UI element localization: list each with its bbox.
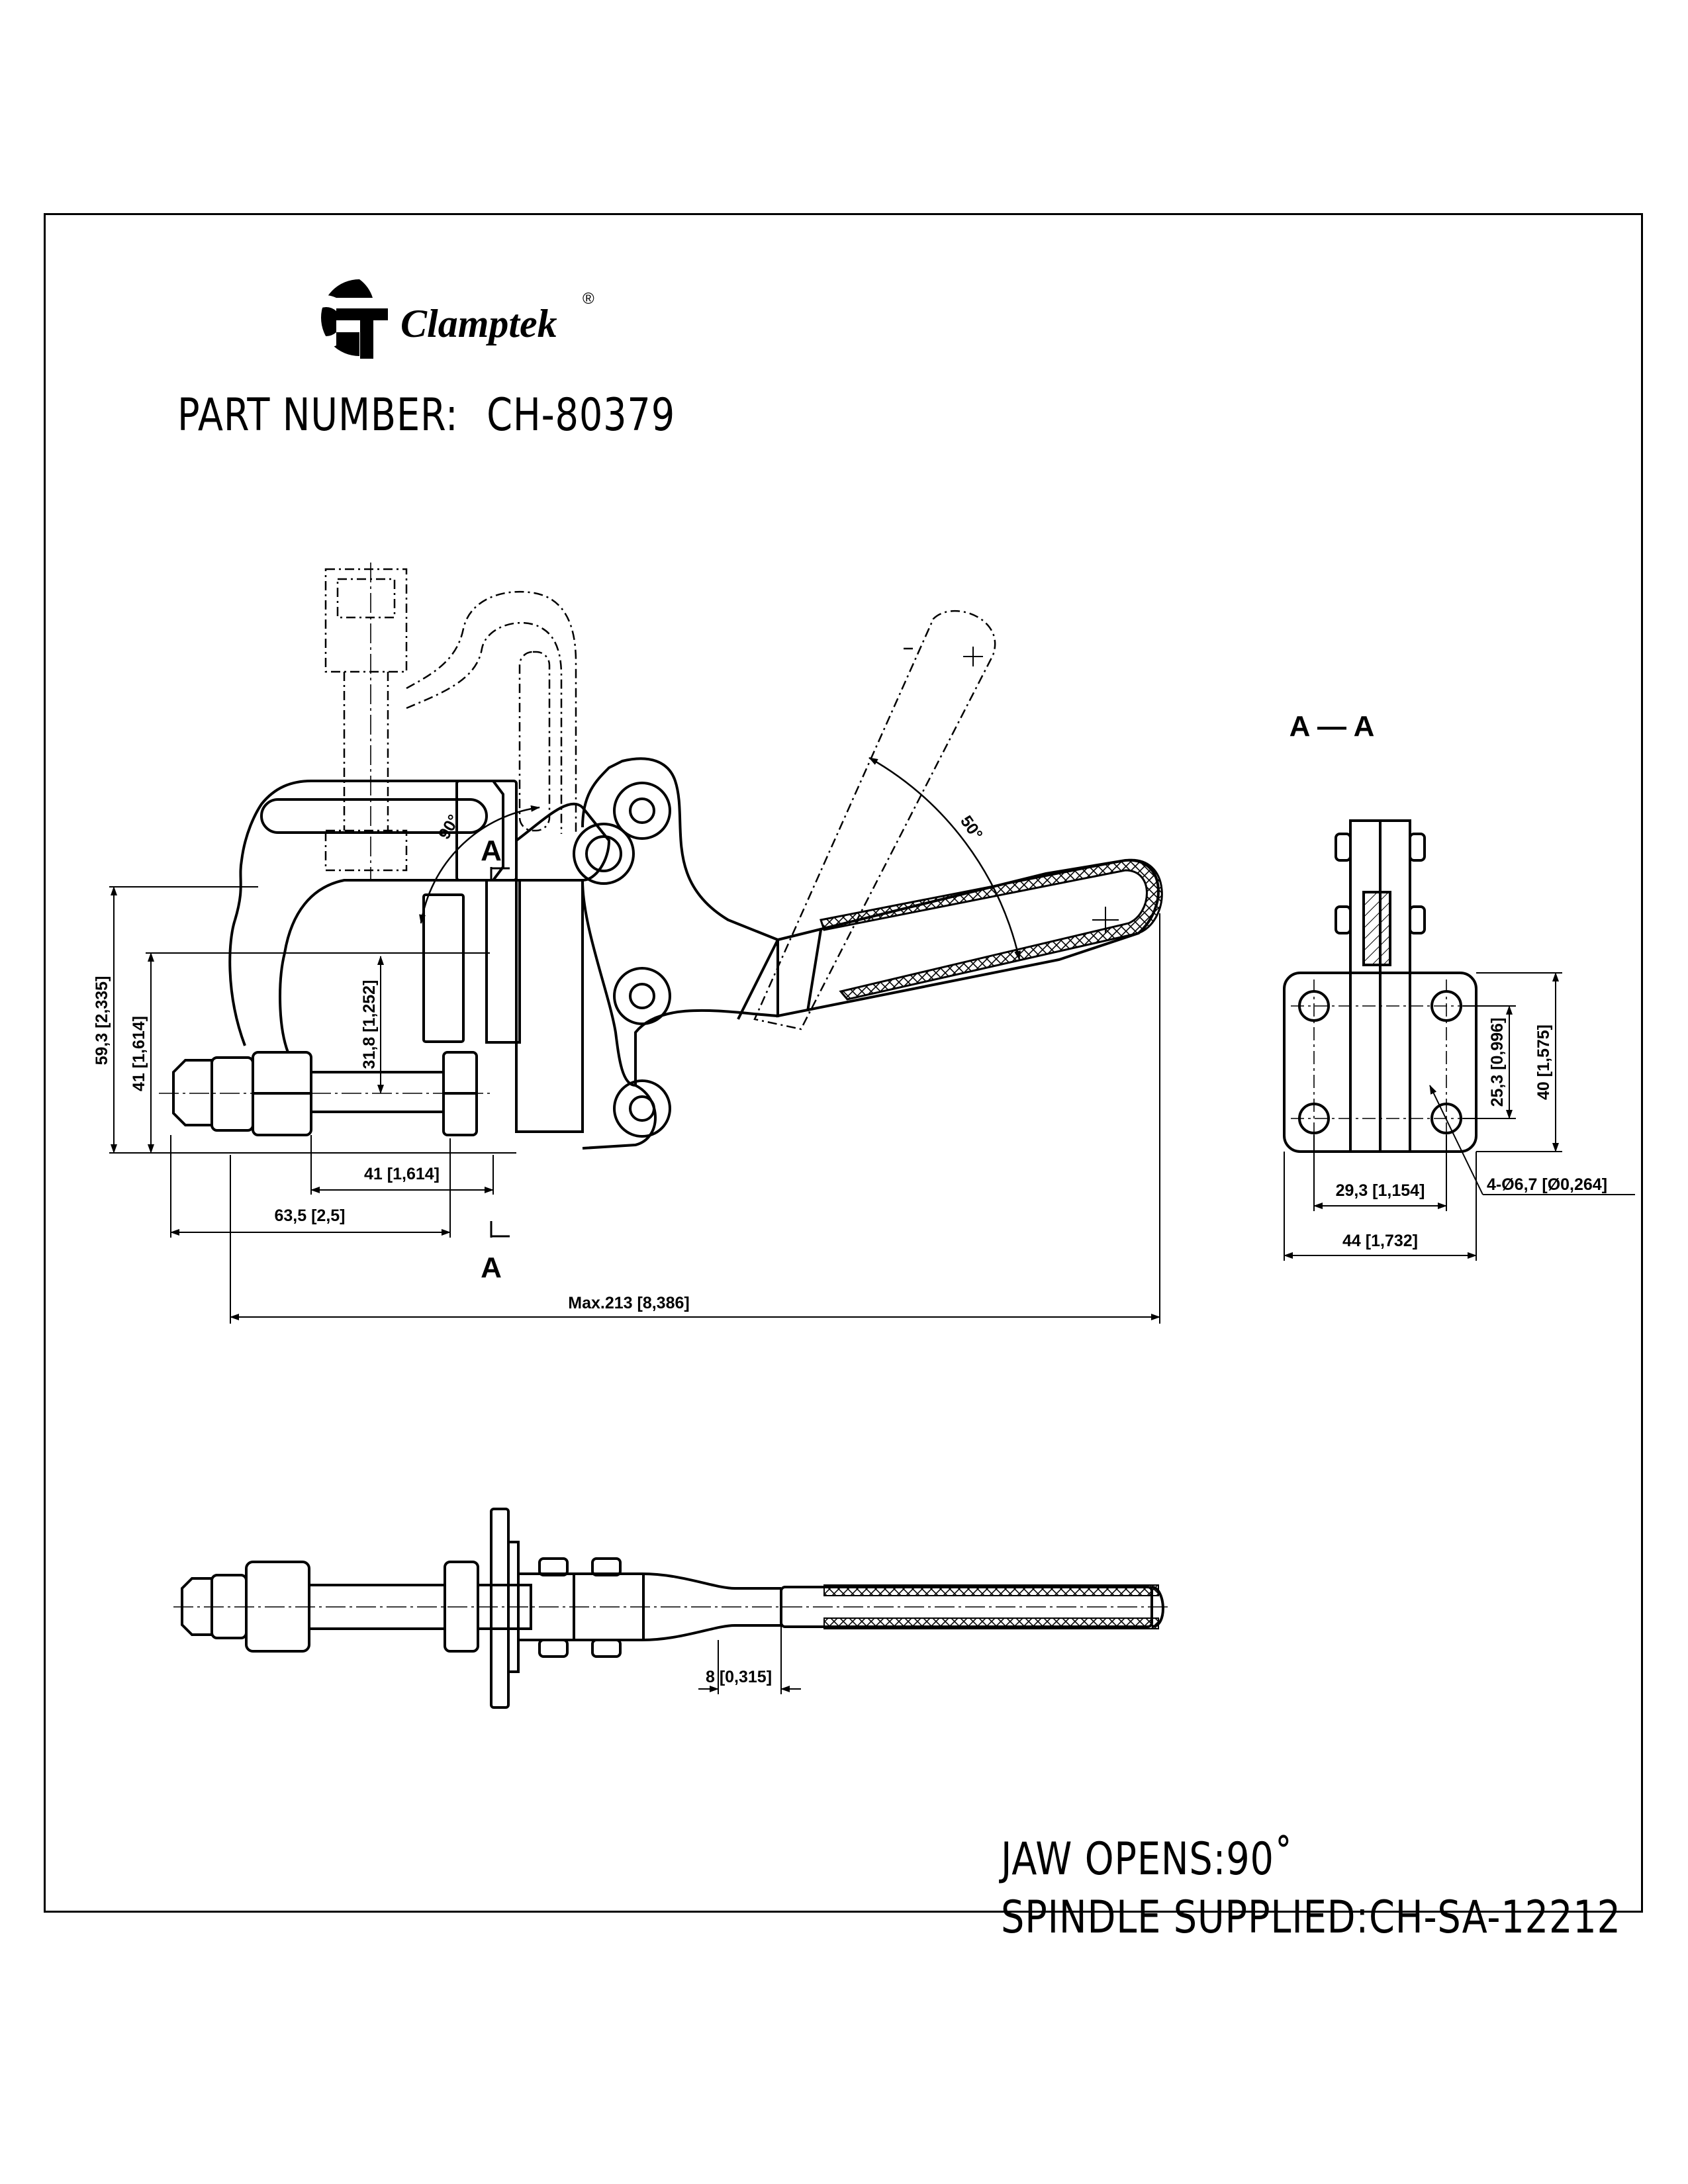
dim-base-height: 40 [1,575] xyxy=(1534,1024,1553,1100)
section-a-a-view xyxy=(1283,819,1477,1153)
handle-angle-label: 50° xyxy=(957,812,986,843)
dim-base-length: 41 [1,614] xyxy=(364,1165,440,1183)
top-view xyxy=(173,1508,1172,1709)
side-view-dimensions xyxy=(109,886,1160,1324)
note-jaw-opens: JAW OPENS:90˚ xyxy=(1001,1833,1293,1886)
dim-height-total: 59,3 [2,335] xyxy=(93,976,111,1066)
handle-grip xyxy=(820,858,1163,1001)
drawing-border xyxy=(44,213,1643,1913)
part-number-value: CH-80379 xyxy=(487,389,676,441)
dim-base-width: 44 [1,732] xyxy=(1342,1232,1418,1250)
dim-spindle-height: 31,8 [1,252] xyxy=(360,980,379,1069)
brand-name: Clamptek xyxy=(400,302,557,345)
dim-holes: 4-Ø6,7 [Ø0,264] xyxy=(1487,1175,1607,1194)
section-title: A — A xyxy=(1289,710,1375,743)
part-number-label: PART NUMBER: xyxy=(177,389,459,441)
dim-thickness: 8 [0,315] xyxy=(706,1668,772,1686)
cut-mark-bottom: A xyxy=(481,1251,502,1284)
section-dimensions xyxy=(1284,972,1635,1261)
side-view xyxy=(159,563,1163,1238)
clamptek-logo xyxy=(298,279,388,359)
cut-mark-top: A xyxy=(481,835,502,867)
dim-hole-spacing-v: 25,3 [0,996] xyxy=(1488,1018,1507,1107)
registered-mark: ® xyxy=(583,290,594,308)
dim-overall-length: Max.213 [8,386] xyxy=(568,1294,689,1312)
dim-height-mount: 41 [1,614] xyxy=(130,1016,148,1091)
top-view-dimensions xyxy=(698,1625,801,1694)
jaw-angle-label: 90° xyxy=(435,811,463,842)
part-number-line: PART NUMBER: CH-80379 xyxy=(177,389,675,441)
note-spindle-supplied: SPINDLE SUPPLIED:CH-SA-12212 xyxy=(1001,1891,1621,1944)
dim-hole-spacing-h: 29,3 [1,154] xyxy=(1336,1181,1425,1200)
dim-spindle-reach: 63,5 [2,5] xyxy=(274,1206,345,1225)
